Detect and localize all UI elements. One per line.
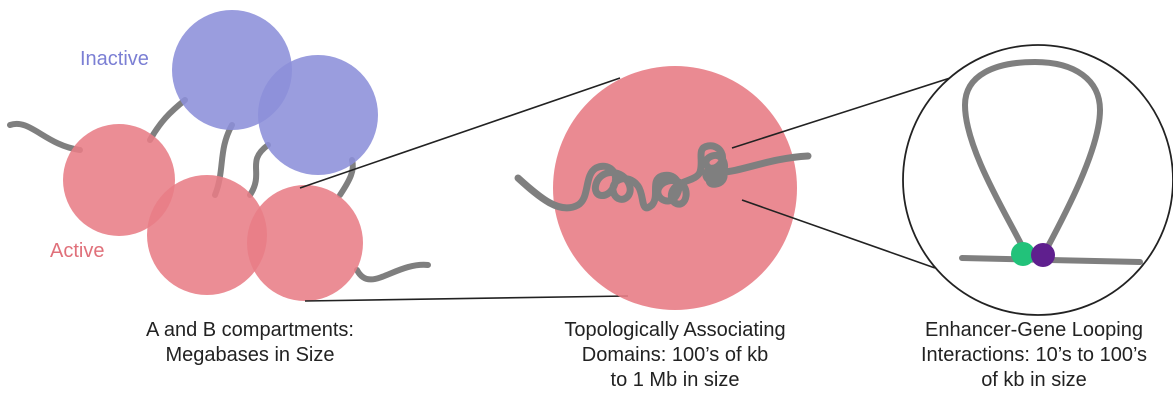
inactive-compartment (258, 55, 378, 175)
chromatin-strand-active-inactive-1 (150, 100, 185, 140)
looping-caption: Enhancer-Gene Looping Interactions: 10’s… (903, 318, 1165, 393)
looping-caption-line2: Interactions: 10’s to 100’s (903, 343, 1165, 368)
chromatin-strand-left (10, 124, 80, 150)
looping-caption-line1: Enhancer-Gene Looping (903, 318, 1165, 343)
active-compartment (247, 185, 363, 301)
compartments-caption-line1: A and B compartments: (120, 318, 380, 343)
compartments-caption: A and B compartments: Megabases in Size (120, 318, 380, 368)
compartments-caption-line2: Megabases in Size (120, 343, 380, 368)
tad-caption-line1: Topologically Associating (540, 318, 810, 343)
loop-panel (903, 45, 1173, 315)
chromatin-strand-right (357, 265, 428, 280)
looping-caption-line3: of kb in size (903, 368, 1165, 393)
active-label: Active (50, 240, 104, 263)
zoom-line (305, 296, 628, 301)
inactive-label: Inactive (80, 48, 149, 71)
tad-panel (518, 66, 808, 310)
tad-caption-line3: to 1 Mb in size (540, 368, 810, 393)
gene-promoter-dot (1031, 243, 1055, 267)
loop-zoom-circle (903, 45, 1173, 315)
tad-caption: Topologically Associating Domains: 100’s… (540, 318, 810, 393)
chromatin-strand-active-inactive-3 (250, 145, 268, 195)
tad-caption-line2: Domains: 100’s of kb (540, 343, 810, 368)
